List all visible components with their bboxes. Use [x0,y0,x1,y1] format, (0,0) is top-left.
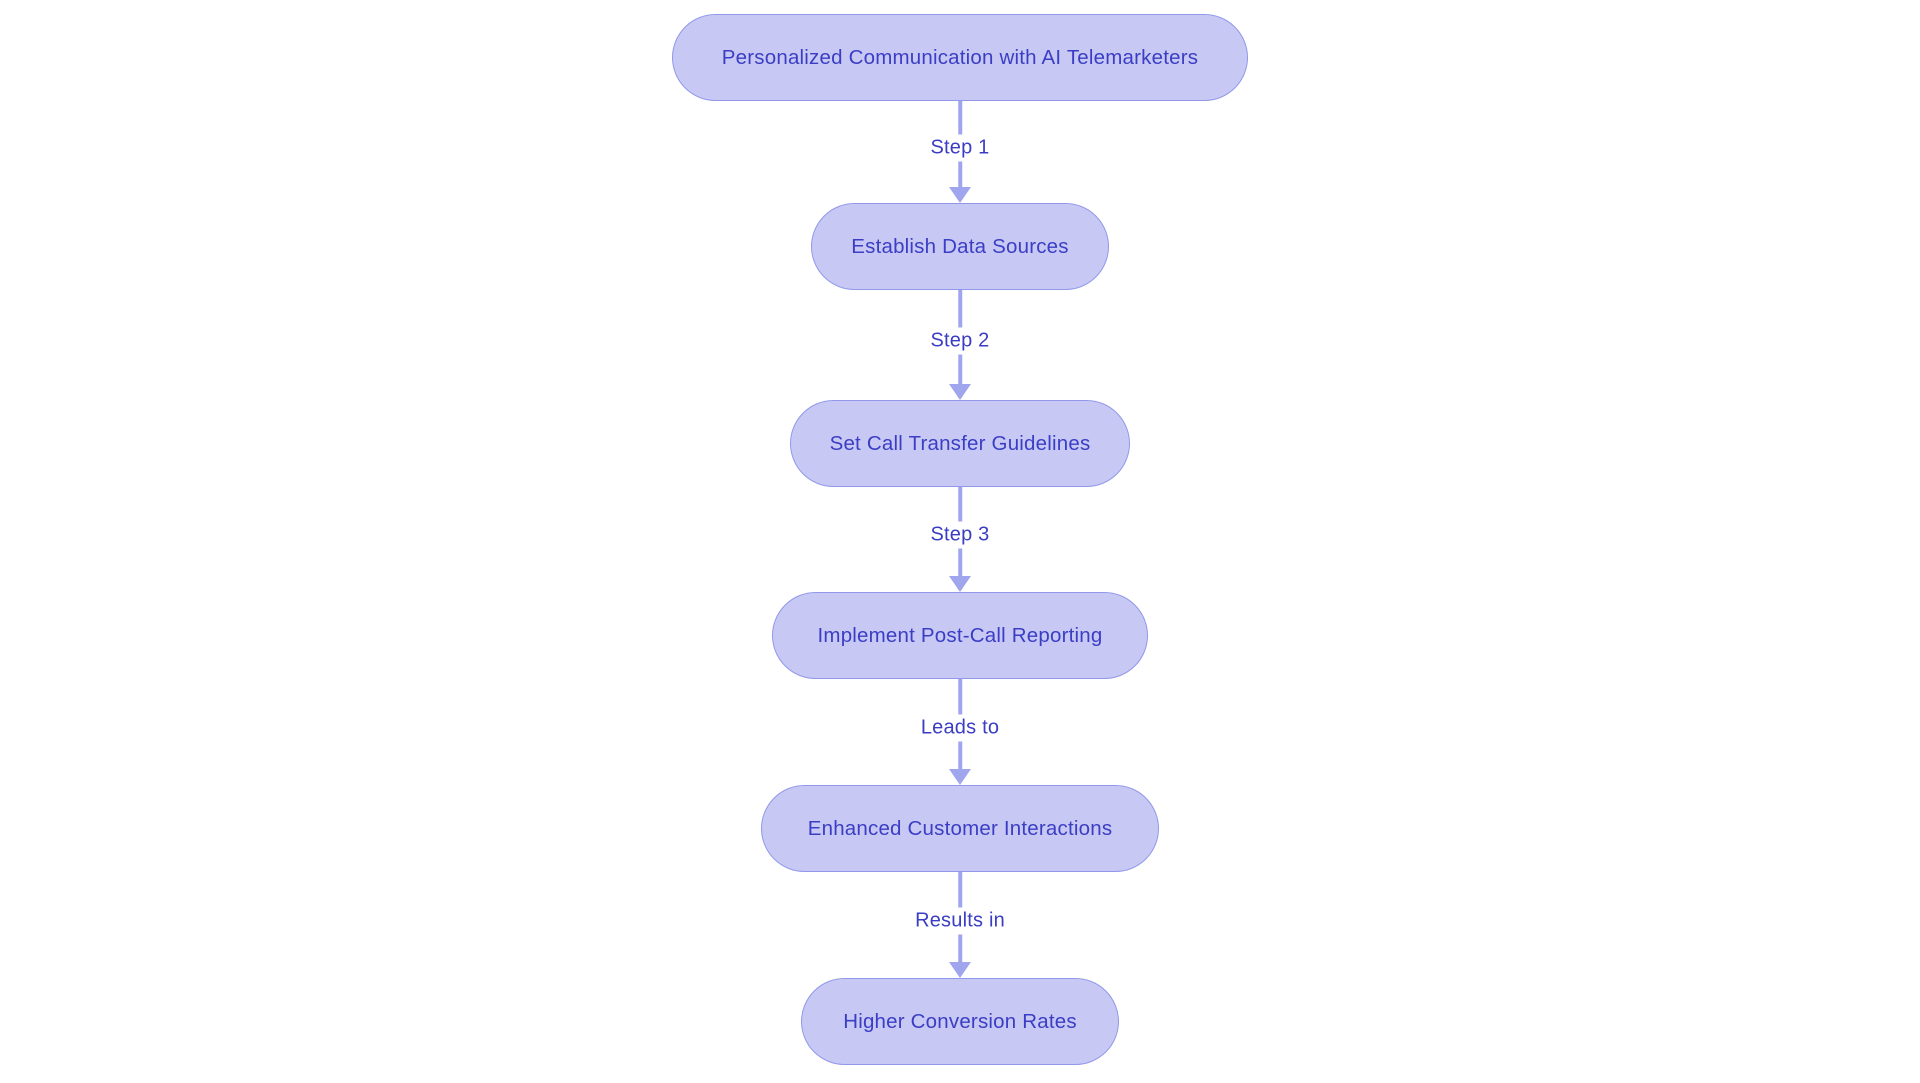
arrow-down-icon [949,769,971,785]
edge-label: Leads to [913,714,1007,742]
flow-connector-leads-to: Leads to [880,679,1040,785]
flow-node-personalized-communication: Personalized Communication with AI Telem… [672,14,1248,101]
edge-label: Step 2 [923,327,997,355]
flow-connector-step-3: Step 3 [880,487,1040,592]
arrow-down-icon [949,187,971,203]
arrow-down-icon [949,962,971,978]
flow-node-label: Establish Data Sources [851,234,1069,258]
flow-node-label: Personalized Communication with AI Telem… [721,45,1199,69]
flow-node-higher-conversion-rates: Higher Conversion Rates [801,978,1119,1065]
flow-node-label: Implement Post-Call Reporting [817,623,1103,647]
arrow-down-icon [949,576,971,592]
flow-node-label: Set Call Transfer Guidelines [829,431,1091,455]
edge-label: Step 3 [923,521,997,549]
edge-label: Step 1 [923,134,997,162]
flow-node-enhanced-customer-interactions: Enhanced Customer Interactions [761,785,1159,872]
arrow-down-icon [949,384,971,400]
flow-connector-step-2: Step 2 [880,290,1040,400]
flow-node-label: Enhanced Customer Interactions [807,816,1113,840]
flow-node-establish-data-sources: Establish Data Sources [811,203,1109,290]
flow-node-set-call-transfer-guidelines: Set Call Transfer Guidelines [790,400,1130,487]
flow-node-implement-post-call-reporting: Implement Post-Call Reporting [772,592,1148,679]
edge-label: Results in [908,907,1012,935]
flow-node-label: Higher Conversion Rates [843,1009,1077,1033]
flow-connector-results-in: Results in [880,872,1040,978]
flow-connector-step-1: Step 1 [880,101,1040,203]
